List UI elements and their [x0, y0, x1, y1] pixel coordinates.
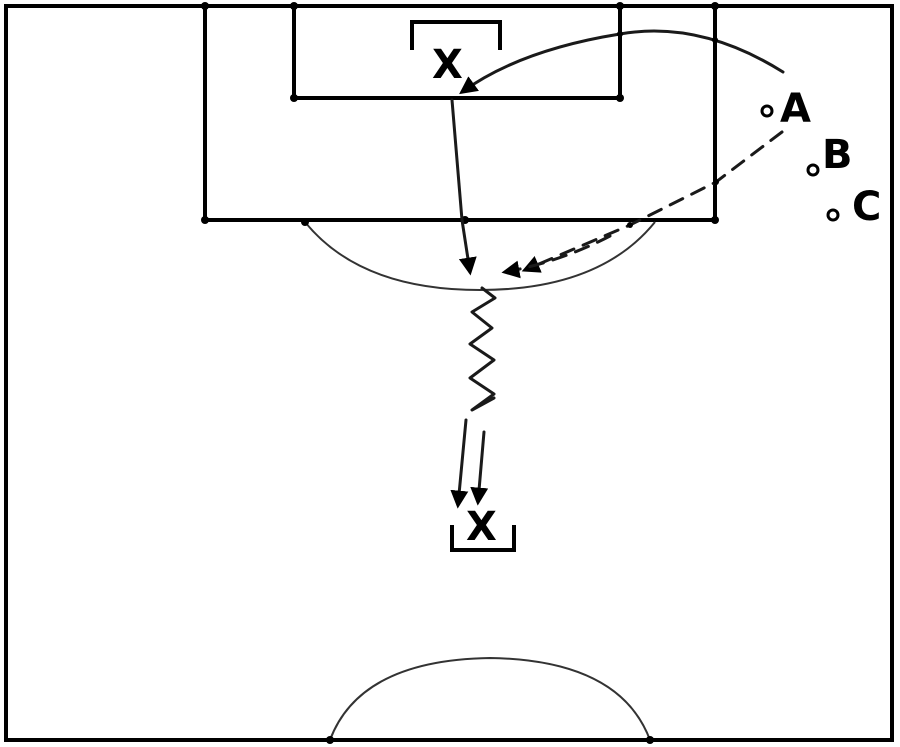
server-b-dot — [806, 163, 820, 177]
server-b: B — [806, 132, 853, 178]
pass-arrow-a-to-keeper — [459, 29, 785, 95]
node — [301, 218, 309, 226]
keeper-distribution-arrow — [450, 98, 477, 276]
node — [711, 216, 719, 224]
center-circle-arc — [329, 656, 651, 741]
server-a-dot — [760, 104, 774, 118]
server-c-label: C — [852, 184, 881, 230]
receiver-bracket — [450, 525, 516, 552]
pass-arrow-to-receiver-2 — [470, 430, 489, 506]
node — [646, 736, 654, 744]
node — [290, 94, 298, 102]
server-a: A — [760, 86, 811, 132]
server-c-dot — [826, 208, 840, 222]
dashed-run-c — [501, 234, 612, 279]
goalkeeper-label: X — [432, 42, 463, 88]
server-b-label: B — [822, 132, 853, 178]
dribble-zigzag — [468, 286, 497, 412]
touchline-boundary — [4, 4, 894, 742]
node — [617, 31, 623, 37]
field-markings — [4, 2, 894, 744]
node — [627, 222, 633, 228]
node — [712, 37, 718, 43]
goalkeeper-bracket — [410, 20, 502, 50]
pass-arrow-to-receiver-1 — [450, 418, 469, 509]
node — [616, 2, 624, 10]
server-c: C — [826, 184, 881, 230]
node — [713, 179, 719, 185]
server-a-label: A — [780, 86, 811, 132]
node — [201, 2, 209, 10]
node — [201, 216, 209, 224]
node — [616, 94, 624, 102]
penalty-arc — [304, 221, 656, 292]
node — [326, 736, 334, 744]
node — [711, 2, 719, 10]
dashed-run-b — [521, 130, 784, 273]
receiver-label: X — [466, 504, 497, 550]
node — [290, 2, 298, 10]
receiver-marker: X — [450, 504, 516, 552]
goalkeeper-marker: X — [410, 20, 502, 88]
